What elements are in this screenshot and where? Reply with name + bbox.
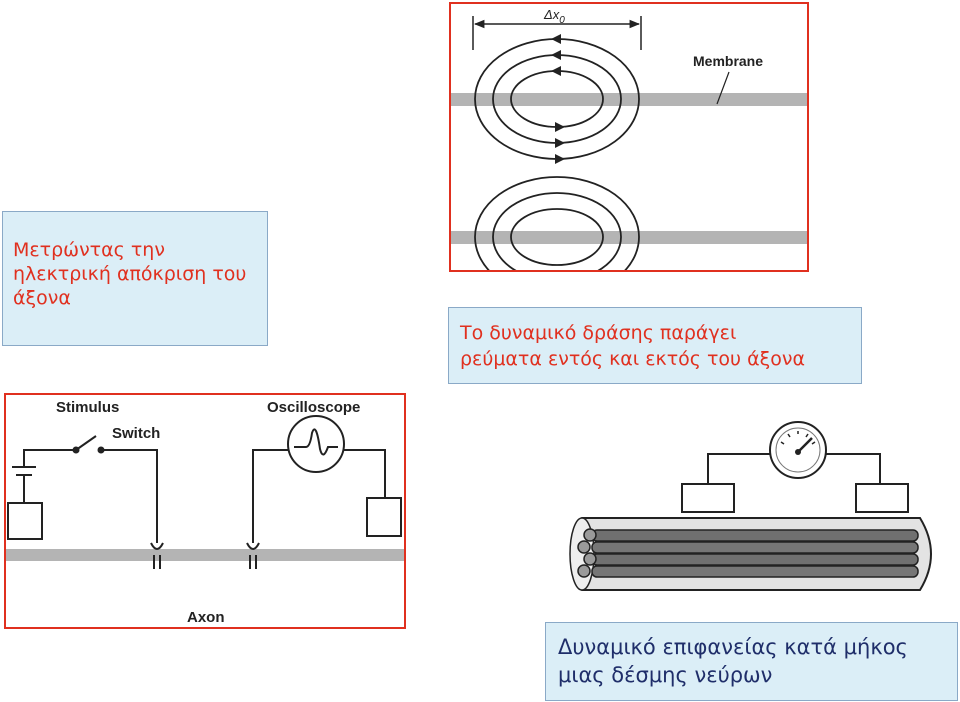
recording-electrode [246,542,260,569]
caption-currents-line-2: ρεύματα εντός και εκτός του άξονα [460,348,805,370]
title-line-2: ηλεκτρική απόκριση του [13,263,247,285]
membrane-band-top [451,93,807,106]
recording-setup-figure: Stimulus Switch Oscilloscope Axon [4,393,406,629]
oscilloscope-icon [287,415,345,473]
nerve-fibers [577,528,919,578]
nerve-bundle-figure [569,421,932,591]
caption-surface-potential: Δυναμικό επιφανείας κατά μήκος μιας δέσμ… [545,622,958,701]
oscilloscope-label: Oscilloscope [267,399,360,416]
surface-electrode-wiring [681,453,909,513]
switch-label: Switch [112,425,160,442]
current-loop-figure: Δx0 Membrane [449,2,809,272]
axon-label: Axon [187,609,225,626]
dimension-marker [472,16,642,50]
stimulus-circuit [7,435,158,543]
caption-currents-line-1: Το δυναμικό δράσης παράγει [460,322,737,344]
title-line-1: Μετρώντας την [13,239,165,261]
surface-gauge-icon [769,421,827,479]
current-direction-arrows [551,34,565,164]
title-line-3: άξονα [13,287,71,309]
axon-membrane-band [6,549,404,561]
membrane-label: Membrane [693,53,763,69]
membrane-leader-line [716,71,730,105]
stimulating-electrode [150,542,164,569]
caption-surface-line-1: Δυναμικό επιφανείας κατά μήκος [558,635,908,659]
caption-action-potential-currents: Το δυναμικό δράσης παράγει ρεύματα εντός… [448,307,862,384]
stimulus-label: Stimulus [56,399,119,416]
delta-x-label: Δx0 [543,7,565,26]
membrane-band-bottom [451,231,807,244]
recording-circuit [252,449,402,543]
caption-surface-line-2: μιας δέσμης νεύρων [558,663,773,687]
current-loops-lower [474,176,640,270]
title-textbox: Μετρώντας την ηλεκτρική απόκριση του άξο… [2,211,268,346]
switch-contacts [72,446,105,454]
